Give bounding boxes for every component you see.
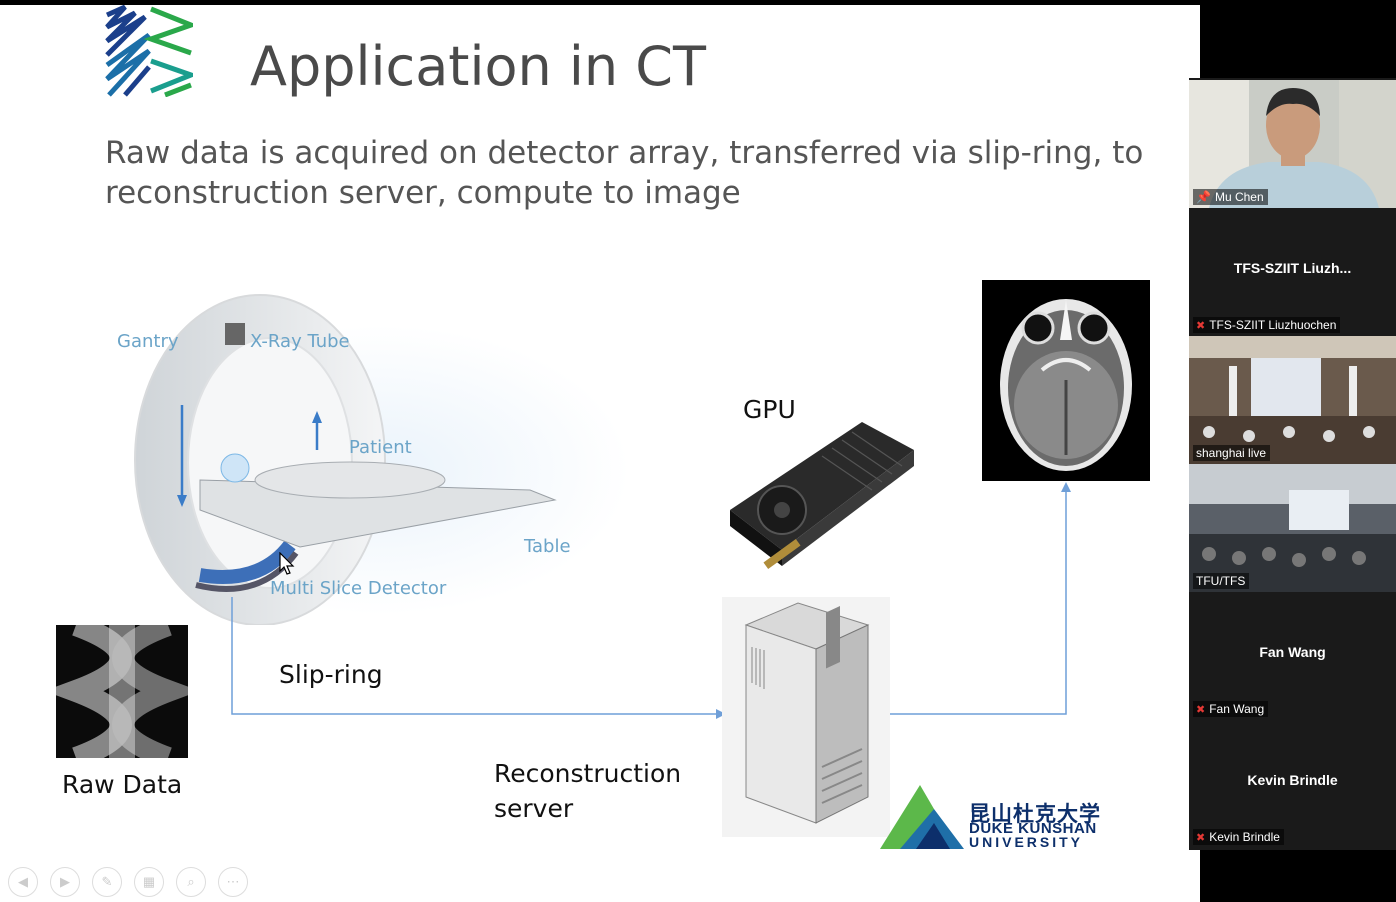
zigzag-logo-icon bbox=[105, 5, 193, 97]
pin-icon: 📌 bbox=[1196, 190, 1211, 204]
server-tower-icon bbox=[722, 597, 890, 837]
pen-icon[interactable]: ✎ bbox=[92, 867, 122, 897]
table-label: Table bbox=[524, 536, 571, 557]
next-slide-icon[interactable]: ▶ bbox=[50, 867, 80, 897]
zoom-icon[interactable]: ⌕ bbox=[176, 867, 206, 897]
participant-display-name: Fan Wang bbox=[1259, 644, 1326, 660]
recon-server-label-1: Reconstruction bbox=[494, 759, 682, 788]
gpu-card-icon bbox=[730, 422, 914, 569]
dku-mountain-logo-icon bbox=[880, 785, 964, 849]
previous-slide-icon[interactable]: ◀ bbox=[8, 867, 38, 897]
participant-name-tag: ✖ Kevin Brindle bbox=[1193, 829, 1284, 845]
participant-tile-mu-chen[interactable]: 📌 Mu Chen bbox=[1189, 80, 1396, 208]
participant-tile-kevin-brindle[interactable]: Kevin Brindle ✖ Kevin Brindle bbox=[1189, 720, 1396, 848]
participant-name-tag: ✖ TFS-SZIIT Liuzhuochen bbox=[1193, 317, 1341, 333]
participant-name-tag: TFU/TFS bbox=[1193, 573, 1250, 589]
participant-video bbox=[1189, 336, 1396, 464]
raw-data-label: Raw Data bbox=[62, 770, 183, 799]
participant-video bbox=[1189, 464, 1396, 592]
dku-logo-english-2: UNIVERSITY bbox=[969, 834, 1084, 850]
participant-tile-tfu-tfs[interactable]: TFU/TFS bbox=[1189, 464, 1396, 592]
participant-display-name: Kevin Brindle bbox=[1247, 772, 1338, 788]
slide-title: Application in CT bbox=[250, 35, 706, 98]
xray-tube-label: X-Ray Tube bbox=[250, 331, 350, 352]
participant-tile-fan-wang[interactable]: Fan Wang ✖ Fan Wang bbox=[1189, 592, 1396, 720]
dku-logo-chinese: 昆山杜克大学 bbox=[969, 801, 1101, 826]
dku-logo-english-1: DUKE KUNSHAN bbox=[969, 820, 1097, 837]
detector-label: Multi Slice Detector bbox=[270, 578, 447, 599]
slideshow-toolbar: ◀ ▶ ✎ ▦ ⌕ ⋯ bbox=[8, 867, 248, 897]
participant-tile-shanghai-live[interactable]: shanghai live bbox=[1189, 336, 1396, 464]
mouse-cursor-icon bbox=[279, 552, 295, 575]
patient-label: Patient bbox=[349, 437, 412, 458]
ct-scanner-illustration bbox=[130, 294, 630, 625]
mic-muted-icon: ✖ bbox=[1196, 831, 1206, 844]
slide-subtitle: Raw data is acquired on detector array, … bbox=[105, 135, 1144, 211]
participant-tile-liuzhuochen[interactable]: TFS-SZIIT Liuzh... ✖ TFS-SZIIT Liuzhuoch… bbox=[1189, 208, 1396, 336]
presentation-slide: Application in CT Raw data is acquired o… bbox=[0, 5, 1200, 902]
participant-video bbox=[1189, 80, 1396, 208]
participant-panel: 📌 Mu Chen TFS-SZIIT Liuzh... ✖ TFS-SZIIT… bbox=[1189, 78, 1396, 850]
participant-display-name: TFS-SZIIT Liuzh... bbox=[1233, 260, 1352, 276]
ct-brain-scan-image bbox=[982, 280, 1150, 481]
mic-muted-icon: ✖ bbox=[1196, 319, 1206, 332]
participant-name-tag: ✖ Fan Wang bbox=[1193, 701, 1269, 717]
all-slides-icon[interactable]: ▦ bbox=[134, 867, 164, 897]
participant-name-tag: 📌 Mu Chen bbox=[1193, 189, 1268, 205]
gantry-label: Gantry bbox=[117, 331, 179, 352]
raw-data-sinogram-image bbox=[56, 625, 188, 758]
more-options-icon[interactable]: ⋯ bbox=[218, 867, 248, 897]
mic-muted-icon: ✖ bbox=[1196, 703, 1206, 716]
recon-server-label-2: server bbox=[494, 794, 574, 823]
slip-ring-label: Slip-ring bbox=[279, 660, 383, 689]
gpu-label: GPU bbox=[743, 395, 796, 424]
participant-name-tag: shanghai live bbox=[1193, 445, 1271, 461]
